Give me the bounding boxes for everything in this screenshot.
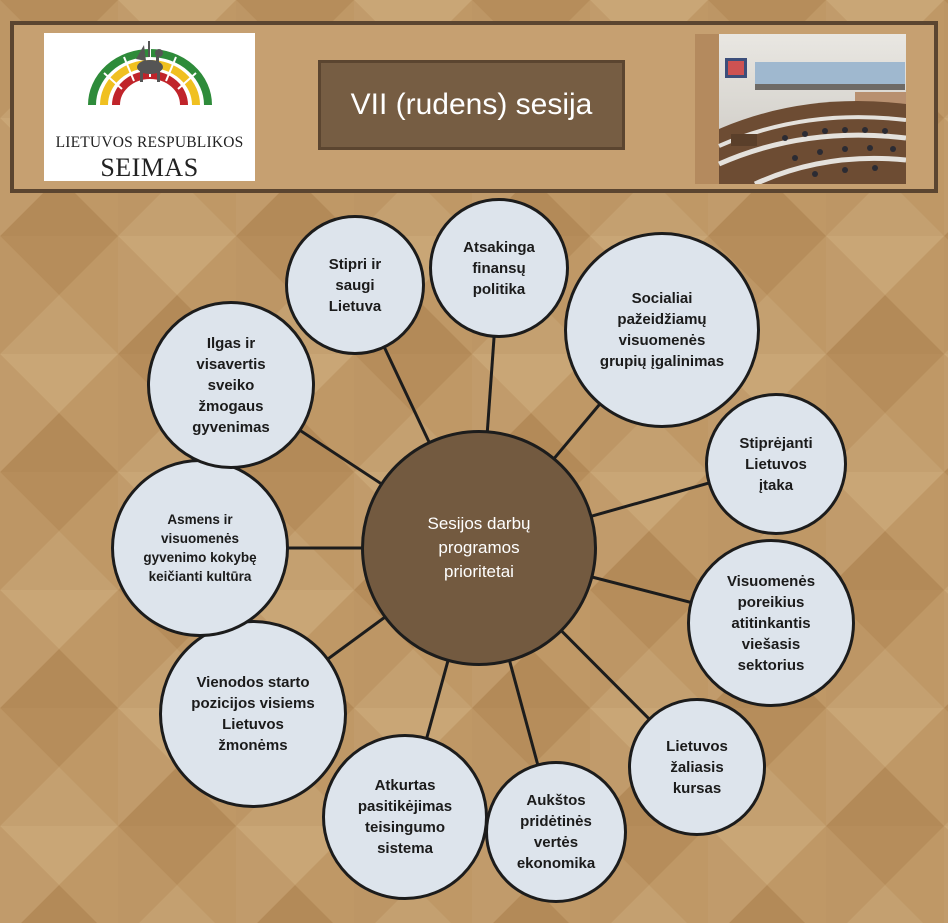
priority-label: Socialiai pažeidžiamų visuomenės grupių … [599, 290, 725, 370]
priority-node-economy: Aukštos pridėtinės vertės ekonomika [485, 761, 627, 903]
priority-label: Visuomenės poreikius atitinkantis viešas… [726, 572, 816, 674]
priority-node-culture: Asmens ir visuomenės gyvenimo kokybę kei… [111, 459, 289, 637]
seimas-emblem-icon [88, 41, 212, 106]
priority-label: Vienodos starto pozicijos visiems Lietuv… [191, 674, 315, 754]
priority-label: Lietuvos žaliasis kursas [666, 737, 728, 797]
priority-label: Asmens ir visuomenės gyvenimo kokybę kei… [143, 512, 257, 584]
center-node: Sesijos darbų programos prioritetai [361, 430, 597, 666]
priority-node-green-course: Lietuvos žaliasis kursas [628, 698, 766, 836]
parliament-hall-photo [695, 34, 906, 184]
priority-node-healthy-life: Ilgas ir visavertis sveiko žmogaus gyven… [147, 301, 315, 469]
priority-node-public-sector: Visuomenės poreikius atitinkantis viešas… [687, 539, 855, 707]
priority-node-influence: Stiprėjanti Lietuvos įtaka [705, 393, 847, 535]
center-label: Sesijos darbų programos prioritetai [427, 514, 531, 581]
priority-label: Atkurtas pasitikėjimas teisingumo sistem… [357, 777, 453, 857]
priority-node-social-empowerment: Socialiai pažeidžiamų visuomenės grupių … [564, 232, 760, 428]
seimas-logo: LIETUVOS RESPUBLIKOS SEIMAS [44, 33, 255, 182]
priority-label: Ilgas ir visavertis sveiko žmogaus gyven… [192, 334, 270, 436]
priority-label: Stiprėjanti Lietuvos įtaka [739, 434, 813, 494]
logo-text-line2: SEIMAS [100, 153, 199, 182]
logo-text-line1: LIETUVOS RESPUBLIKOS [55, 134, 244, 151]
priority-node-justice: Atkurtas pasitikėjimas teisingumo sistem… [322, 734, 488, 900]
priority-label: Atsakinga finansų politika [463, 238, 535, 298]
session-title: VII (rudens) sesija [350, 88, 593, 121]
priority-label: Aukštos pridėtinės vertės ekonomika [516, 792, 596, 872]
session-title-box: VII (rudens) sesija [318, 60, 625, 150]
priority-node-equal-start: Vienodos starto pozicijos visiems Lietuv… [159, 620, 347, 808]
priority-node-finance-policy: Atsakinga finansų politika [429, 198, 569, 338]
priority-node-strong-secure-lithuania: Stipri ir saugi Lietuva [285, 215, 425, 355]
priority-label: Stipri ir saugi Lietuva [328, 255, 382, 315]
